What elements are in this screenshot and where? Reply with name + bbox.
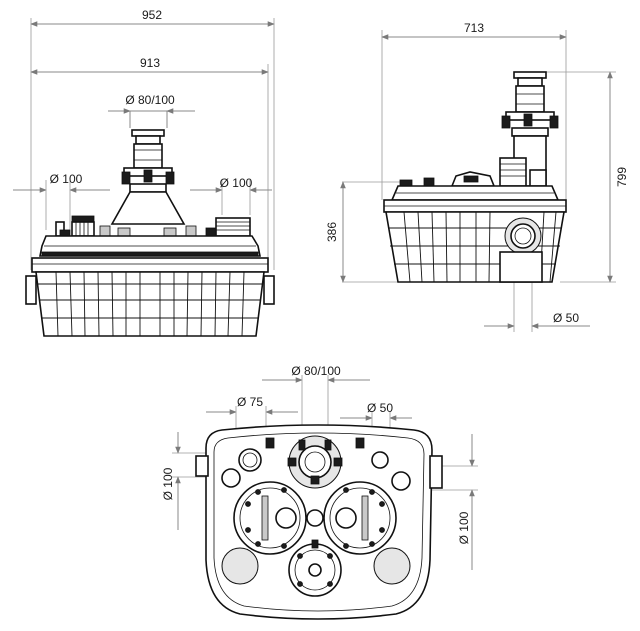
dim-inner-width: 913	[140, 56, 160, 70]
dim-left-inlet: Ø 100	[50, 172, 83, 186]
side-view: 713 799 386 Ø 50	[325, 21, 629, 332]
dim-top-outlet: Ø 80/100	[125, 93, 175, 107]
dim-inlet-height: 386	[325, 222, 339, 242]
top-view: Ø 80/100 Ø 75 Ø 50 Ø 100 Ø 100	[161, 364, 478, 620]
dim-inlet-50: Ø 50	[367, 401, 393, 415]
dim-center-outlet: Ø 80/100	[291, 364, 341, 378]
front-view: 952 913 Ø 80/100 Ø 100 Ø 100	[13, 8, 275, 337]
dim-overall-width: 952	[142, 8, 162, 22]
dim-side-inlet: Ø 50	[553, 311, 579, 325]
dim-inlet-75: Ø 75	[237, 395, 263, 409]
dim-right-inlet: Ø 100	[220, 176, 253, 190]
dim-total-height: 799	[615, 167, 629, 187]
dim-top-right-inlet: Ø 100	[457, 511, 471, 544]
dim-top-left-inlet: Ø 100	[161, 467, 175, 500]
dim-depth: 713	[464, 21, 484, 35]
